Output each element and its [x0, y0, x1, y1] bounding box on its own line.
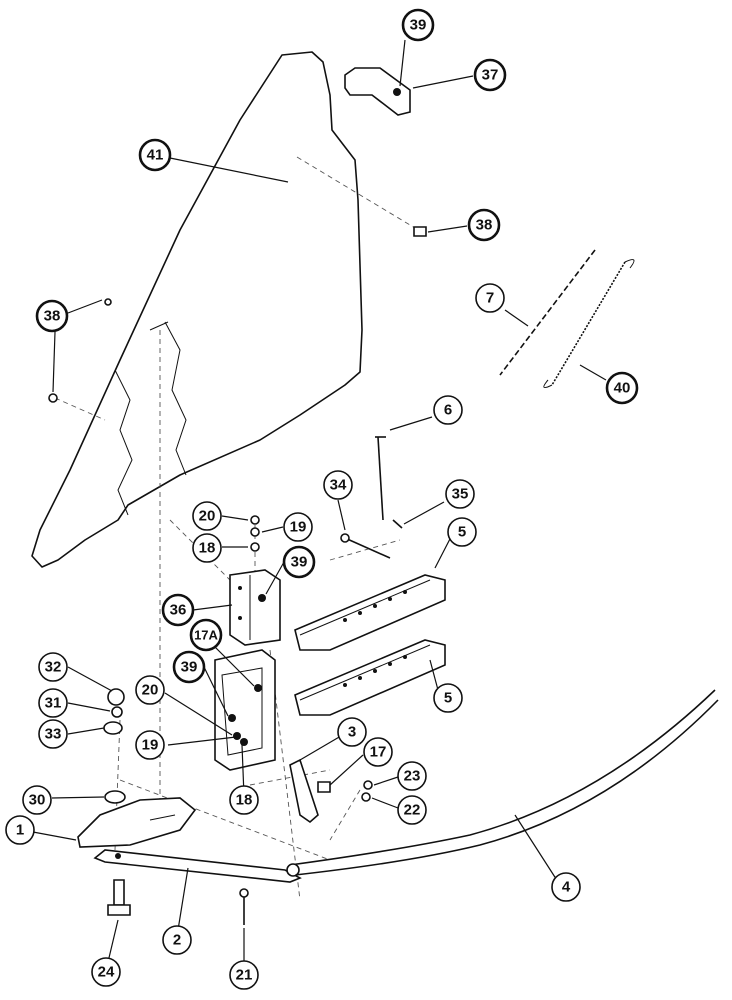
nut-part-32 — [107, 688, 125, 706]
svg-text:37: 37 — [482, 67, 499, 84]
bolt-part-38-upper — [413, 226, 427, 237]
svg-text:22: 22 — [404, 802, 421, 819]
callout-23: 23 — [397, 761, 427, 791]
svg-text:39: 39 — [410, 17, 427, 34]
callout-31: 31 — [38, 688, 68, 718]
rod-part-6 — [375, 436, 386, 521]
plate-part-17a — [214, 649, 276, 771]
callout-20-lower: 20 — [135, 675, 165, 705]
callout-5-lower: 5 — [433, 683, 463, 713]
washer-part-31 — [111, 706, 123, 718]
callout-38-right: 38 — [467, 208, 501, 242]
svg-text:18: 18 — [199, 540, 216, 557]
spring-part-40 — [543, 259, 635, 389]
bolt-part-38-left — [48, 298, 112, 403]
callout-39-middle: 39 — [282, 545, 316, 579]
svg-text:24: 24 — [98, 964, 115, 981]
callout-6: 6 — [433, 395, 463, 425]
svg-text:20: 20 — [199, 508, 216, 525]
callout-39-top: 39 — [401, 8, 435, 42]
svg-text:17: 17 — [370, 744, 387, 761]
bracket-part-36 — [229, 569, 281, 646]
svg-text:30: 30 — [29, 792, 46, 809]
callout-39-lower: 39 — [172, 650, 206, 684]
svg-text:18: 18 — [236, 792, 253, 809]
callout-18-lower: 18 — [229, 785, 259, 815]
callout-38-left: 38 — [35, 299, 69, 333]
svg-text:32: 32 — [45, 659, 62, 676]
svg-text:23: 23 — [404, 768, 421, 785]
nut-part-23 — [363, 780, 373, 790]
callout-17a: 17A — [189, 618, 223, 652]
washer-part-33 — [103, 721, 123, 735]
callout-40: 40 — [605, 371, 639, 405]
svg-text:19: 19 — [290, 519, 307, 536]
bolt-part-24 — [107, 879, 131, 916]
svg-text:39: 39 — [291, 554, 308, 571]
washer-part-22 — [361, 792, 371, 802]
svg-text:7: 7 — [486, 290, 494, 307]
svg-text:35: 35 — [452, 486, 469, 503]
svg-text:2: 2 — [173, 932, 181, 949]
leader-lines — [32, 39, 607, 963]
svg-text:31: 31 — [45, 695, 62, 712]
callout-37: 37 — [473, 58, 507, 92]
frame-part-5-lower — [294, 639, 446, 716]
callout-3: 3 — [337, 717, 367, 747]
chain-part-7 — [499, 249, 596, 376]
callout-1: 1 — [5, 815, 35, 845]
callout-36: 36 — [161, 593, 195, 627]
callout-18-upper: 18 — [192, 533, 222, 563]
callout-4: 4 — [551, 872, 581, 902]
svg-text:4: 4 — [562, 879, 571, 896]
svg-text:38: 38 — [476, 217, 493, 234]
pin-part-34 — [340, 533, 391, 559]
svg-text:33: 33 — [45, 726, 62, 743]
callout-7: 7 — [475, 283, 505, 313]
svg-text:36: 36 — [170, 602, 187, 619]
svg-text:40: 40 — [614, 380, 631, 397]
callout-35: 35 — [445, 479, 475, 509]
svg-text:20: 20 — [142, 682, 159, 699]
arm-part-3 — [289, 758, 319, 824]
washer-part-30 — [104, 790, 126, 804]
svg-text:17A: 17A — [194, 628, 218, 643]
callout-19-upper: 19 — [283, 512, 313, 542]
callout-19-lower: 19 — [135, 730, 165, 760]
shield-part-41 — [31, 51, 363, 568]
callout-30: 30 — [22, 785, 52, 815]
svg-text:34: 34 — [330, 477, 347, 494]
callout-17: 17 — [363, 737, 393, 767]
plate-part-2 — [93, 849, 302, 883]
bolt-part-21 — [239, 888, 249, 925]
callout-5-upper: 5 — [447, 517, 477, 547]
rod-part-4 — [286, 689, 719, 877]
callout-20-upper: 20 — [192, 501, 222, 531]
svg-text:5: 5 — [458, 524, 466, 541]
svg-text:41: 41 — [147, 147, 164, 164]
svg-text:6: 6 — [444, 402, 452, 419]
callout-32: 32 — [38, 652, 68, 682]
callout-2: 2 — [162, 925, 192, 955]
svg-text:21: 21 — [236, 967, 253, 984]
svg-text:3: 3 — [348, 724, 356, 741]
pin-part-35 — [392, 519, 403, 529]
callout-24: 24 — [91, 957, 121, 987]
hardware-stack-upper — [250, 515, 260, 552]
callout-34: 34 — [323, 470, 353, 500]
bolt-part-17 — [317, 781, 331, 793]
callout-22: 22 — [397, 795, 427, 825]
svg-text:19: 19 — [142, 737, 159, 754]
callout-33: 33 — [38, 719, 68, 749]
callout-21: 21 — [229, 960, 259, 990]
svg-text:5: 5 — [444, 690, 452, 707]
svg-text:39: 39 — [181, 659, 198, 676]
shoe-part-1 — [77, 797, 197, 848]
svg-text:1: 1 — [16, 822, 24, 839]
svg-text:38: 38 — [44, 308, 61, 325]
callout-41: 41 — [138, 138, 172, 172]
bracket-part-37 — [344, 67, 411, 116]
frame-part-5-upper — [294, 574, 446, 651]
